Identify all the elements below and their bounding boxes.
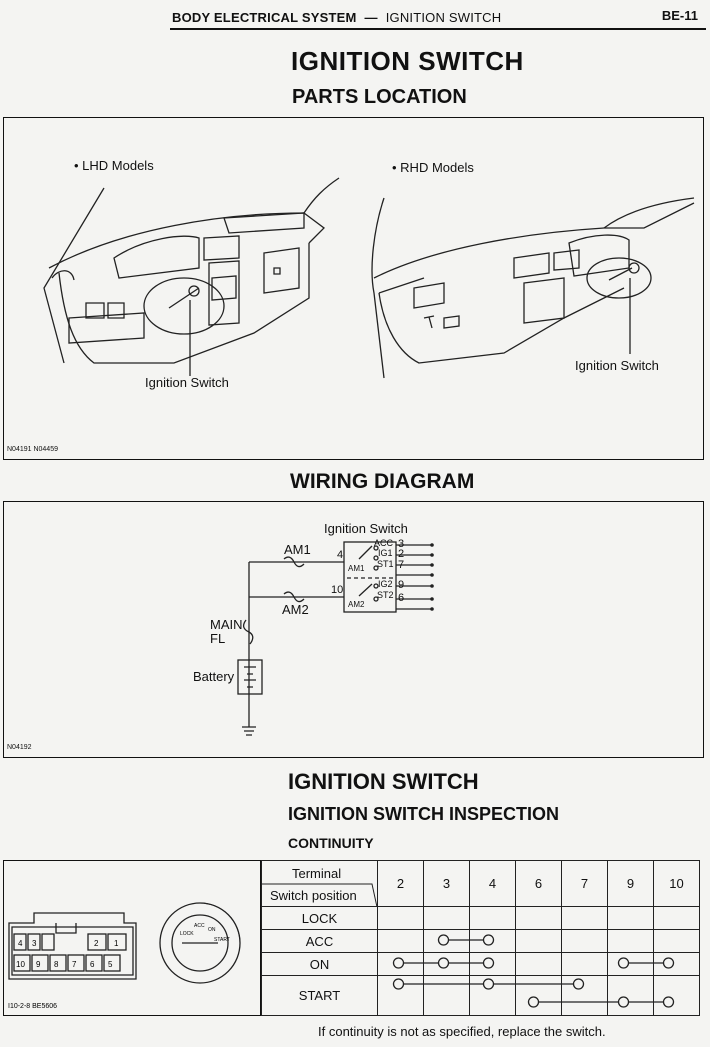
position-acc: ACC — [261, 929, 378, 953]
page-number: BE-11 — [661, 8, 698, 23]
key-label-lock: LOCK — [180, 931, 194, 937]
position-on: ON — [261, 952, 378, 976]
terminal-col-10: 10 — [653, 860, 700, 907]
connector-drawing: 4 3 2 1 10 9 8 7 6 5 LOCK ACC ON START I… — [8, 902, 241, 1010]
parts-figure-code: N04191 N04459 — [7, 446, 58, 453]
terminal-col-4: 4 — [469, 860, 516, 907]
pin-text-top-3: 2 — [94, 939, 99, 948]
terminal-col-7: 7 — [561, 860, 608, 907]
wiring-diagram-lines — [237, 541, 434, 736]
connector-figure: 4 3 2 1 10 9 8 7 6 5 LOCK ACC ON START I… — [3, 860, 261, 1016]
rhd-ignition-switch-callout: Ignition Switch — [575, 358, 659, 373]
terminal-col-2: 2 — [377, 860, 424, 907]
inner-am2-label: AM2 — [348, 600, 365, 609]
am1-fuse-label: AM1 — [284, 542, 311, 557]
wiring-diagram-heading: WIRING DIAGRAM — [290, 470, 475, 493]
position-lock: LOCK — [261, 906, 378, 930]
running-header: BODY ELECTRICAL SYSTEM — IGNITION SWITCH — [172, 10, 501, 25]
position-start: START — [261, 975, 378, 1016]
out-2-label: 2 — [398, 548, 405, 560]
wiring-diagram-figure: Ignition Switch AM1 AM2 MAIN FL Battery … — [3, 501, 704, 758]
main-fuse-label: MAIN — [210, 617, 243, 632]
terminal-header-cell: Terminal Switch position — [261, 860, 378, 907]
dashboard-illustrations — [43, 177, 695, 379]
header-separator: — — [364, 10, 378, 25]
switch-position-header: Switch position — [270, 888, 357, 903]
ig1-contact-label: IG1 — [378, 548, 393, 558]
rhd-label: • RHD Models — [392, 160, 474, 175]
connector-figure-code: I10-2-8 BE5606 — [8, 1003, 57, 1010]
pin-text-bottom-2: 8 — [54, 960, 59, 969]
pin-text-bottom-1: 9 — [36, 960, 41, 969]
inspection-heading: IGNITION SWITCH INSPECTION — [288, 804, 560, 824]
lhd-ignition-switch-callout: Ignition Switch — [145, 375, 229, 390]
terminal-col-3: 3 — [423, 860, 470, 907]
terminal-col-6: 6 — [515, 860, 562, 907]
pin-text-top-4: 1 — [114, 939, 119, 948]
wiring-switch-label: Ignition Switch — [324, 521, 408, 536]
out-6-label: 6 — [398, 592, 405, 604]
header-section: BODY ELECTRICAL SYSTEM — [172, 10, 357, 25]
out-3-label: 3 — [398, 538, 405, 550]
continuity-heading: CONTINUITY — [288, 835, 374, 851]
out-7-label: 7 — [398, 559, 405, 571]
pin-text-bottom-4: 6 — [90, 960, 95, 969]
st1-contact-label: ST1 — [377, 559, 394, 569]
parts-location-heading: PARTS LOCATION — [292, 86, 467, 108]
parts-location-figure: • LHD Models • RHD Models — [3, 117, 704, 460]
pin-text-top-0: 4 — [18, 939, 23, 948]
ignition-switch-heading: IGNITION SWITCH — [288, 769, 479, 794]
inner-am1-label: AM1 — [348, 564, 365, 573]
footer-note: If continuity is not as specified, repla… — [318, 1024, 606, 1039]
wiring-figure-code: N04192 — [7, 744, 32, 751]
key-label-start: START — [214, 937, 230, 943]
am2-fuse-label: AM2 — [282, 602, 309, 617]
header-diagonal — [262, 883, 377, 907]
header-rule — [170, 28, 706, 30]
acc-contact-label: ACC — [374, 538, 394, 548]
page-title: IGNITION SWITCH — [291, 46, 524, 76]
ig2-contact-label: IG2 — [378, 579, 393, 589]
terminal-col-9: 9 — [607, 860, 654, 907]
pin-4-label: 4 — [337, 549, 344, 561]
continuity-table: Terminal Switch position 2 3 4 6 7 9 10 … — [261, 860, 700, 1016]
key-label-on: ON — [208, 927, 216, 933]
pin-text-top-1: 3 — [32, 939, 37, 948]
pin-text-bottom-0: 10 — [16, 960, 25, 969]
terminal-header: Terminal — [292, 866, 342, 881]
fl-fuse-label: FL — [210, 631, 226, 646]
lhd-label: • LHD Models — [74, 158, 154, 173]
header-subsection: IGNITION SWITCH — [385, 10, 502, 25]
pin-text-bottom-5: 5 — [108, 960, 113, 969]
pin-text-bottom-3: 7 — [72, 960, 77, 969]
pin-10-label: 10 — [331, 584, 344, 596]
out-9-label: 9 — [398, 579, 405, 591]
st2-contact-label: ST2 — [377, 590, 394, 600]
battery-label: Battery — [193, 669, 235, 684]
key-label-acc: ACC — [194, 923, 205, 929]
